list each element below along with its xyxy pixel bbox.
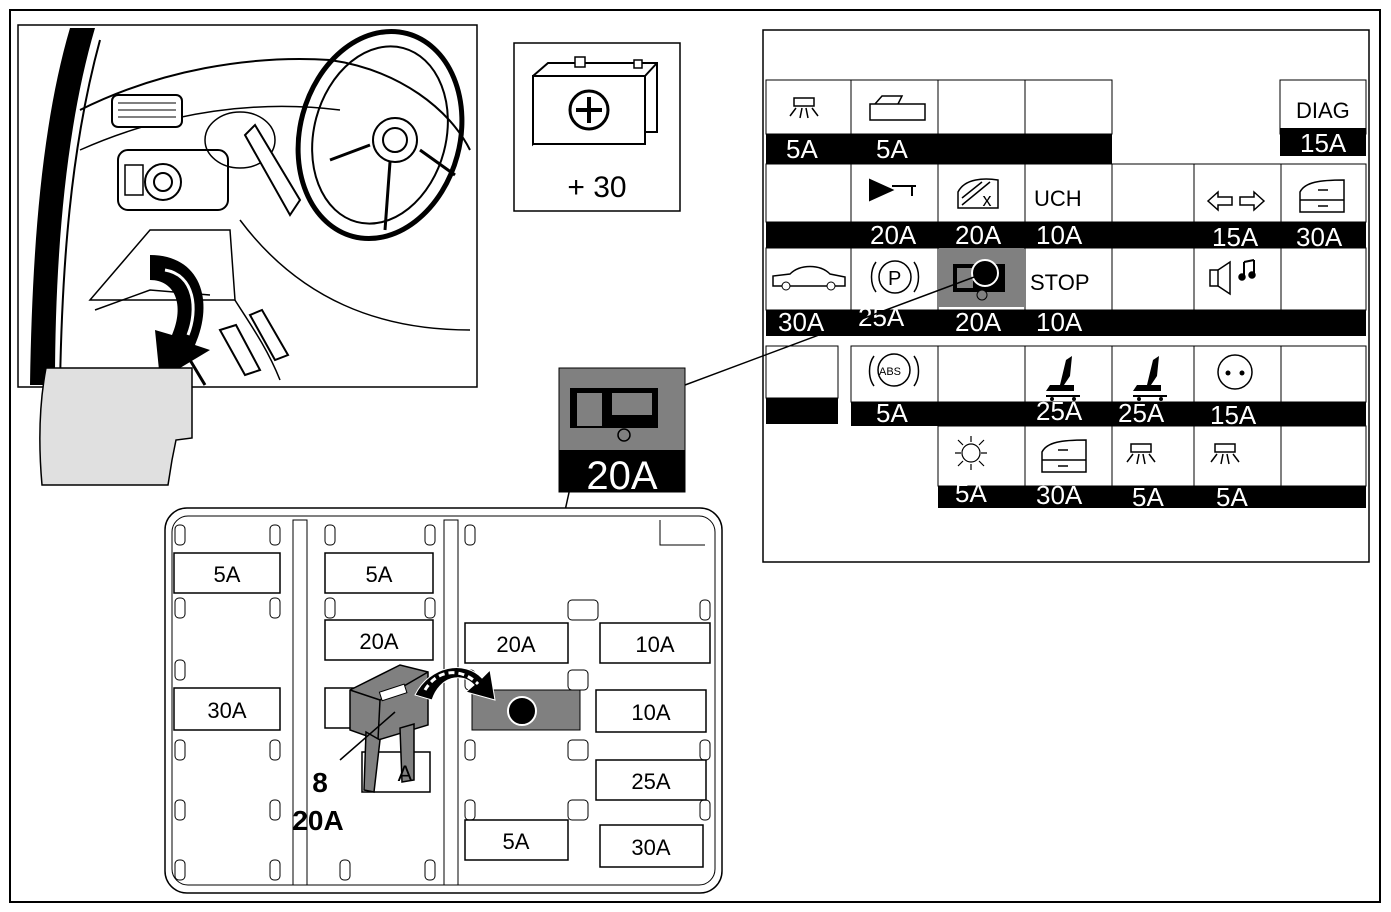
fuse-panel	[164, 507, 723, 894]
diagram-frame	[9, 9, 1381, 903]
stop-label: STOP	[1030, 270, 1090, 295]
battery-symbol	[513, 42, 681, 212]
panel-fuse-3: 20A	[359, 629, 398, 654]
fuse-being-inserted	[349, 664, 429, 793]
fuse-r2c3: 20A	[955, 220, 1002, 250]
car-icon	[772, 265, 846, 287]
callout-rating: 20A	[586, 454, 657, 498]
battery-label: + 30	[567, 171, 626, 204]
window-icon	[1299, 179, 1345, 213]
panel-fuse-4: 20A	[496, 632, 535, 657]
trunk-lamp-icon	[869, 95, 926, 121]
panel-fuse-8: A	[398, 761, 413, 786]
fuse-r5c3: 5A	[955, 478, 987, 508]
fuse-r1c1: 5A	[786, 134, 818, 164]
seat-heater-left-icon	[1046, 356, 1080, 401]
fuse-r3c1: 30A	[778, 307, 825, 337]
window-rear-icon	[1041, 439, 1087, 473]
fuse-table: x	[762, 29, 1370, 563]
lamp-rear-right-icon	[1210, 443, 1240, 465]
fuse-r1c7: 15A	[1300, 128, 1347, 158]
insert-fuse-number: 8	[312, 767, 328, 798]
panel-fuse-2: 5A	[366, 562, 393, 587]
fuse-panel-labels: 5A 5A 20A 20A 10A 30A 10A A 25A 5A 30A	[207, 562, 674, 860]
speaker-icon	[1209, 259, 1256, 296]
abs-icon	[877, 353, 911, 387]
wiper-icon: x	[957, 178, 999, 210]
fuse-r5c4: 30A	[1036, 480, 1083, 510]
fuse-table-ratings: 5A 5A 15A 20A 20A 10A 15A 30A 30A 25A 20…	[778, 128, 1347, 512]
lamp-icon	[789, 97, 819, 119]
fuse-r2c2: 20A	[870, 220, 917, 250]
horn-icon	[869, 178, 916, 202]
panel-fuse-11: 30A	[631, 835, 670, 860]
fuse-r4c6: 15A	[1210, 400, 1257, 430]
power-socket-icon	[1217, 354, 1253, 390]
panel-fuse-6: 30A	[207, 698, 246, 723]
panel-fuse-1: 5A	[214, 562, 241, 587]
fuse-r1c2: 5A	[876, 134, 908, 164]
fuse-r4c2: 5A	[876, 398, 908, 428]
panel-fuse-9: 25A	[631, 769, 670, 794]
panel-fuse-10: 5A	[503, 829, 530, 854]
uch-label: UCH	[1034, 186, 1082, 211]
fuse-r5c5: 5A	[1132, 482, 1164, 512]
empty-slot-marker	[507, 696, 537, 726]
diag-label: DIAG	[1296, 98, 1350, 123]
fuse-r4c5: 25A	[1118, 398, 1165, 428]
p-label: P	[888, 268, 901, 290]
turn-signal-icon	[1206, 190, 1266, 212]
parking-brake-icon	[878, 260, 912, 294]
insert-fuse-rating: 20A	[292, 805, 343, 836]
fuse-r5c6: 5A	[1216, 482, 1248, 512]
car-interior-illustration	[17, 24, 478, 388]
lamp-rear-left-icon	[1126, 443, 1156, 465]
fuse-r3c4: 10A	[1036, 307, 1083, 337]
fuse-r2c6: 15A	[1212, 222, 1259, 252]
fuse-r2c4: 10A	[1036, 220, 1083, 250]
panel-fuse-5: 10A	[635, 632, 674, 657]
abs-label: ABS	[879, 366, 901, 378]
svg-text:x: x	[983, 190, 992, 210]
callout-fuse	[558, 367, 686, 493]
fuse-r2c7: 30A	[1296, 222, 1343, 252]
seat-heater-right-icon	[1133, 356, 1167, 401]
panel-fuse-7: 10A	[631, 700, 670, 725]
fuse-r4c4: 25A	[1036, 396, 1083, 426]
interior-light-icon	[955, 436, 987, 470]
insert-arrow	[414, 667, 496, 701]
fuse-cover-panel	[39, 367, 193, 486]
fuse-r3c3: 20A	[955, 307, 1002, 337]
